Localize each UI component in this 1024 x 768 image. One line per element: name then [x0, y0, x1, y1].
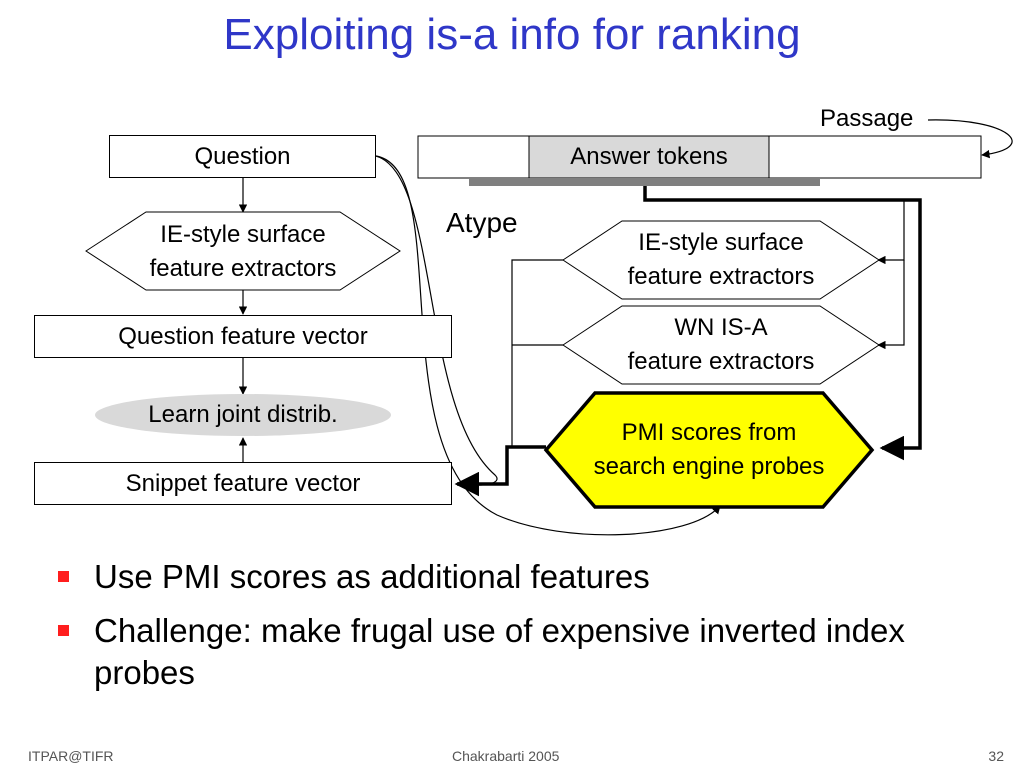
passage-label: Passage — [820, 105, 914, 132]
footer-page-number: 32 — [988, 748, 1004, 764]
ie-extractor-left-shape — [85, 211, 401, 291]
slide-title: Exploiting is-a info for ranking — [223, 10, 801, 59]
footer-left: ITPAR@TIFR — [28, 748, 114, 764]
ie-extractor-right-label: IE-style surface feature extractors — [590, 226, 852, 294]
bullet-marker — [58, 571, 69, 582]
ie-right-line1: IE-style surface — [638, 229, 804, 256]
ie-left-line2: feature extractors — [149, 255, 337, 282]
answer-feed-line — [643, 186, 922, 461]
atype-label: Atype — [446, 207, 518, 238]
flow-diagram — [85, 119, 1013, 536]
bullet-item: Challenge: make frugal use of expensive … — [58, 610, 988, 694]
wn-line1: WN IS-A — [674, 314, 768, 341]
answer-tokens-box — [528, 135, 770, 179]
learn-joint-label: Learn joint distrib. — [148, 401, 338, 428]
feed-branch-ie — [877, 200, 905, 265]
question-box: Question — [109, 135, 376, 178]
pmi-to-snippet-arrow — [454, 445, 546, 497]
question-to-snippet-curve — [375, 155, 498, 490]
question-feature-vector-box: Question feature vector — [34, 315, 452, 358]
learn-joint-ellipse — [95, 394, 391, 436]
footer-center: Chakrabarti 2005 — [452, 748, 560, 764]
bullet-marker — [58, 625, 69, 636]
answer-tokens-label: Answer tokens — [570, 143, 728, 170]
atype-curve — [375, 155, 721, 536]
extractors-to-snippet-thin — [511, 259, 563, 447]
bullet-text: Use PMI scores as additional features — [94, 558, 650, 595]
wn-extractor-shape — [562, 305, 880, 385]
ie-right-line2: feature extractors — [627, 263, 815, 290]
pmi-line2: search engine probes — [593, 453, 825, 480]
ie-extractor-left-label: IE-style surface feature extractors — [110, 218, 376, 286]
feed-branch-wn — [877, 260, 905, 350]
wn-extractor-label: WN IS-A feature extractors — [590, 311, 852, 379]
pmi-scores-label: PMI scores from search engine probes — [575, 415, 843, 485]
passage-callout-curve — [927, 119, 1013, 159]
snippet-feature-vector-box: Snippet feature vector — [34, 462, 452, 505]
bullet-text: Challenge: make frugal use of expensive … — [94, 612, 905, 691]
bullet-item: Use PMI scores as additional features — [58, 556, 988, 598]
wn-line2: feature extractors — [627, 348, 815, 375]
pmi-line1: PMI scores from — [621, 419, 797, 446]
bullet-list: Use PMI scores as additional features Ch… — [58, 556, 988, 706]
ie-left-line1: IE-style surface — [160, 221, 326, 248]
ie-extractor-right-shape — [562, 220, 880, 300]
pmi-scores-shape — [543, 391, 875, 509]
answer-underline-bar — [469, 178, 820, 186]
